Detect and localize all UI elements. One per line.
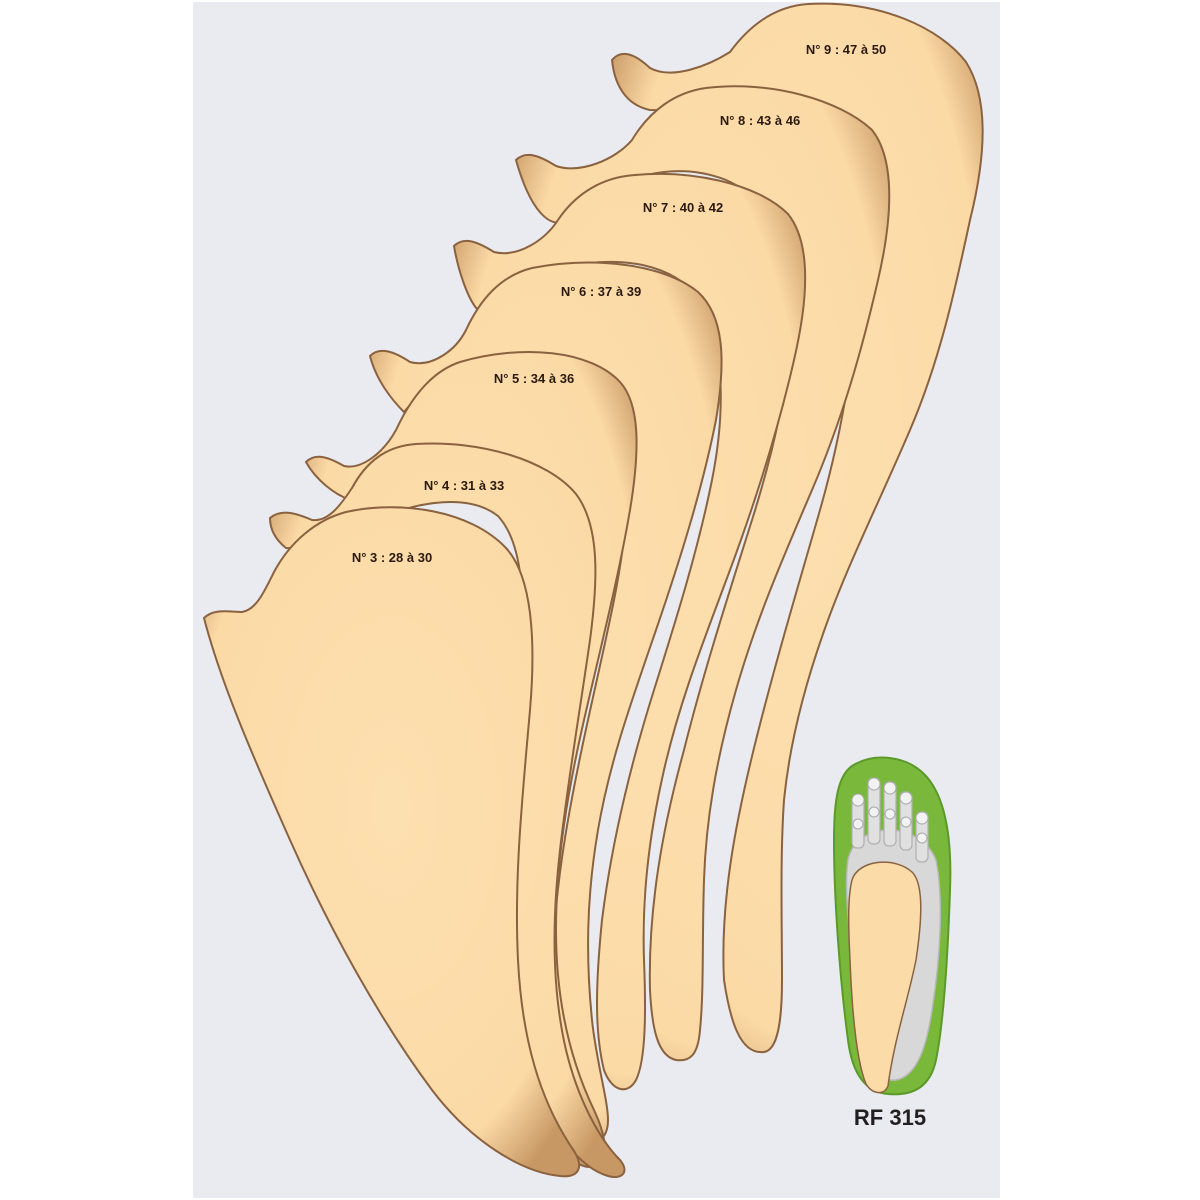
foot-skeleton-insole-icon bbox=[832, 756, 952, 1096]
size-label-4: N° 4 : 31 à 33 bbox=[424, 478, 504, 493]
insole-size-4: N° 4 : 31 à 33 bbox=[268, 442, 626, 1178]
size-label-8: N° 8 : 43 à 46 bbox=[720, 113, 800, 128]
size-label-6: N° 6 : 37 à 39 bbox=[561, 284, 641, 299]
size-label-9: N° 9 : 47 à 50 bbox=[806, 42, 886, 57]
product-code: RF 315 bbox=[853, 1105, 927, 1130]
size-label-7: N° 7 : 40 à 42 bbox=[643, 200, 723, 215]
insole-size-3: N° 3 : 28 à 30 bbox=[202, 506, 581, 1178]
size-label-3: N° 3 : 28 à 30 bbox=[352, 550, 432, 565]
size-label-5: N° 5 : 34 à 36 bbox=[494, 371, 574, 386]
